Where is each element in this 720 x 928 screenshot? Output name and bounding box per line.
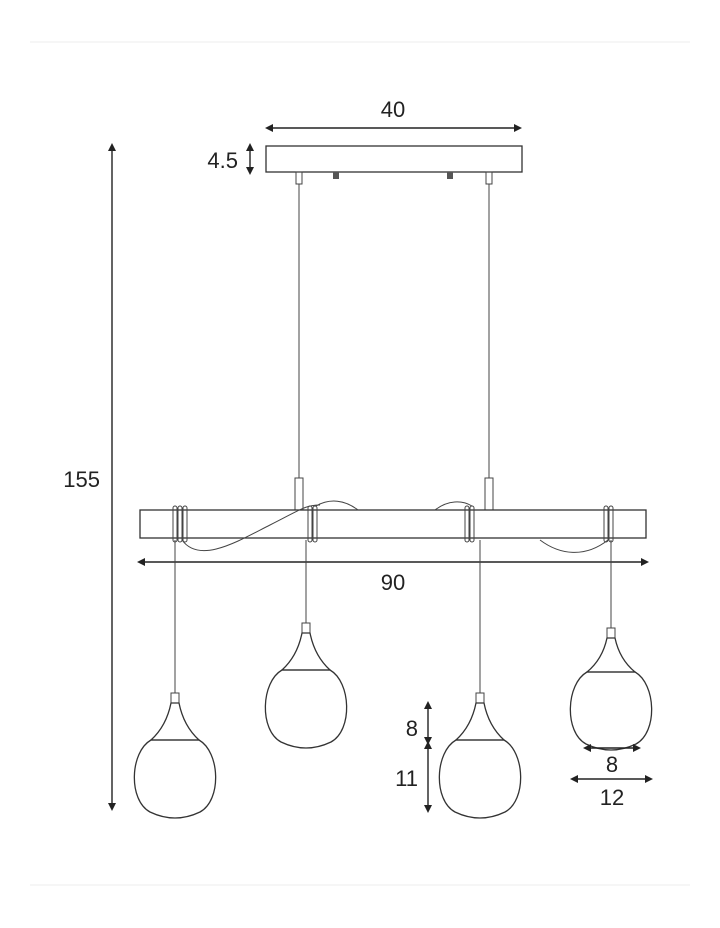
cable-wrap-3 bbox=[464, 505, 475, 543]
canopy-height-label: 4.5 bbox=[207, 148, 238, 173]
bar-width-label: 90 bbox=[381, 570, 405, 595]
cable-wrap-4 bbox=[603, 505, 614, 543]
pendant-shade-3 bbox=[438, 540, 522, 819]
shade-width-label: 12 bbox=[600, 785, 624, 810]
pendant-shade-4 bbox=[569, 540, 653, 751]
cable-grip-right-top bbox=[485, 171, 493, 185]
pendant-shade-2 bbox=[264, 540, 348, 749]
cap-height-label: 8 bbox=[406, 716, 418, 741]
loose-cable-3 bbox=[434, 501, 473, 511]
cable-grip-left-bottom bbox=[294, 477, 304, 511]
cable-grip-right-bottom bbox=[484, 477, 494, 511]
canopy-plate bbox=[265, 145, 523, 173]
pendant-shade-1 bbox=[133, 540, 217, 819]
canopy-screw-left bbox=[333, 172, 339, 179]
cable-wrap-2 bbox=[307, 505, 318, 543]
light-bar bbox=[139, 509, 647, 539]
canopy-width-label: 40 bbox=[381, 97, 405, 122]
canopy-screw-right bbox=[447, 172, 453, 179]
loose-cable-2 bbox=[315, 500, 359, 511]
total-height-label: 155 bbox=[63, 467, 100, 492]
cap-width-label: 8 bbox=[606, 752, 618, 777]
cable-wrap-1 bbox=[172, 505, 188, 543]
loose-cable-1 bbox=[181, 504, 321, 552]
cable-grip-left-top bbox=[295, 171, 303, 185]
shade-height-label: 11 bbox=[395, 766, 418, 791]
loose-cable-4 bbox=[539, 539, 609, 553]
